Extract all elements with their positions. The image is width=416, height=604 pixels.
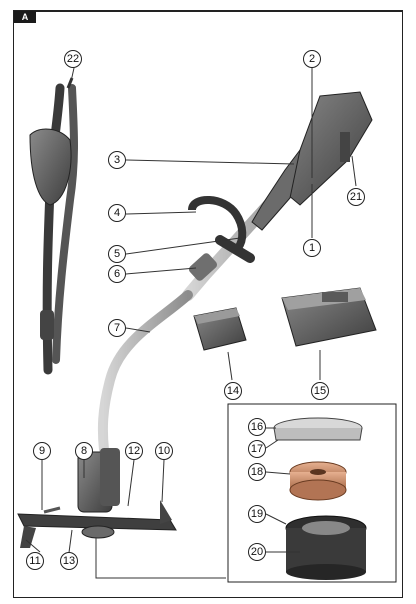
line-spool	[289, 461, 347, 501]
battery-charger	[281, 287, 377, 347]
callout-20: 20	[248, 543, 266, 561]
callout-4: 4	[108, 204, 126, 222]
auxiliary-loop-handle	[188, 195, 255, 263]
callout-13: 13	[60, 552, 78, 570]
motor-housing	[251, 91, 373, 231]
callout-18: 18	[248, 463, 266, 481]
callout-19: 19	[248, 505, 266, 523]
callout-11: 11	[26, 552, 44, 570]
callout-2: 2	[303, 50, 321, 68]
spool-housing	[285, 515, 367, 580]
callout-16: 16	[248, 418, 266, 436]
spool-cover	[273, 417, 363, 441]
callout-3: 3	[108, 151, 126, 169]
figure-header-rule	[36, 11, 402, 12]
callout-leaders	[25, 67, 357, 561]
shoulder-strap	[29, 77, 78, 375]
callout-14: 14	[224, 382, 242, 400]
callout-7: 7	[108, 319, 126, 337]
callout-1: 1	[303, 239, 321, 257]
battery-pack	[193, 307, 247, 351]
callout-8: 8	[75, 442, 93, 460]
callout-9: 9	[33, 442, 51, 460]
callout-5: 5	[108, 245, 126, 263]
callout-21: 21	[347, 188, 365, 206]
figure-frame	[13, 10, 403, 598]
figure-label: A	[14, 11, 36, 23]
callout-6: 6	[108, 265, 126, 283]
callout-22: 22	[64, 50, 82, 68]
callout-10: 10	[155, 442, 173, 460]
cutting-head	[17, 448, 226, 579]
callout-12: 12	[125, 442, 143, 460]
callout-15: 15	[311, 382, 329, 400]
callout-17: 17	[248, 440, 266, 458]
